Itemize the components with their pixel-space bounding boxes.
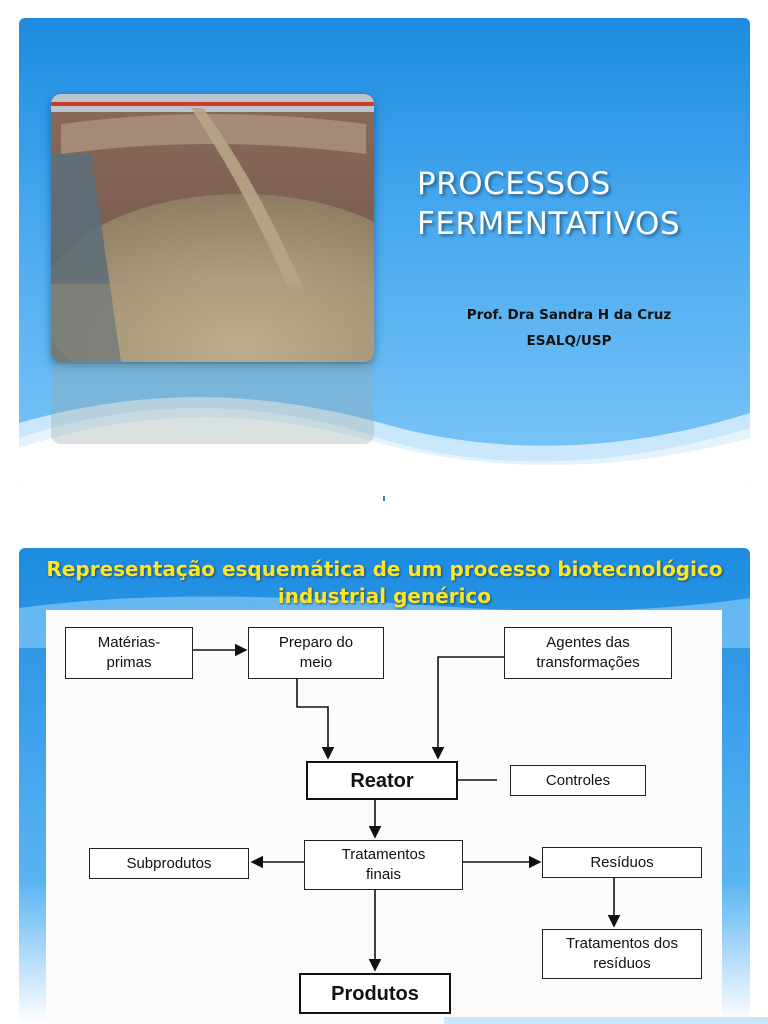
box-controles: Controles <box>510 765 646 796</box>
photo-reflection <box>51 364 374 444</box>
box-produtos: Produtos <box>299 973 451 1014</box>
box-tratamentos-residuos: Tratamentos dos resíduos <box>542 929 702 979</box>
title-line-1: PROCESSOS <box>417 166 611 202</box>
fermentation-tank-photo <box>51 94 374 362</box>
title-slide: PROCESSOS FERMENTATIVOS Prof. Dra Sandra… <box>19 18 750 488</box>
author-block: Prof. Dra Sandra H da Cruz ESALQ/USP <box>449 302 689 354</box>
box-label: Tratamentos finais <box>341 846 426 883</box>
title-line-2: FERMENTATIVOS <box>417 206 681 242</box>
presentation-title: PROCESSOS FERMENTATIVOS <box>417 164 680 244</box>
box-subprodutos: Subprodutos <box>89 848 249 879</box>
box-label: Reator <box>350 769 414 792</box>
page-marker <box>383 496 385 501</box>
author-name: Prof. Dra Sandra H da Cruz <box>466 307 672 323</box>
slide-bottom-strip <box>444 1017 768 1024</box>
box-label: Tratamentos dos resíduos <box>566 935 678 972</box>
box-label: Subprodutos <box>126 854 212 872</box>
slide-title: Representação esquemática de um processo… <box>46 557 723 608</box>
box-label: Preparo do meio <box>278 634 354 671</box>
box-reator: Reator <box>306 761 458 800</box>
box-preparo-meio: Preparo do meio <box>248 627 384 679</box>
box-agentes: Agentes das transformações <box>504 627 672 679</box>
box-label: Agentes das transformações <box>536 634 640 671</box>
box-label: Produtos <box>331 982 419 1005</box>
box-label: Controles <box>545 771 611 789</box>
box-tratamentos-finais: Tratamentos finais <box>304 840 463 890</box>
box-residuos: Resíduos <box>542 847 702 878</box>
wave-decoration <box>19 397 750 488</box>
box-label: Resíduos <box>590 853 654 871</box>
box-materias-primas: Matérias- primas <box>65 627 193 679</box>
box-label: Matérias- primas <box>97 634 161 671</box>
author-institution: ESALQ/USP <box>526 333 612 349</box>
